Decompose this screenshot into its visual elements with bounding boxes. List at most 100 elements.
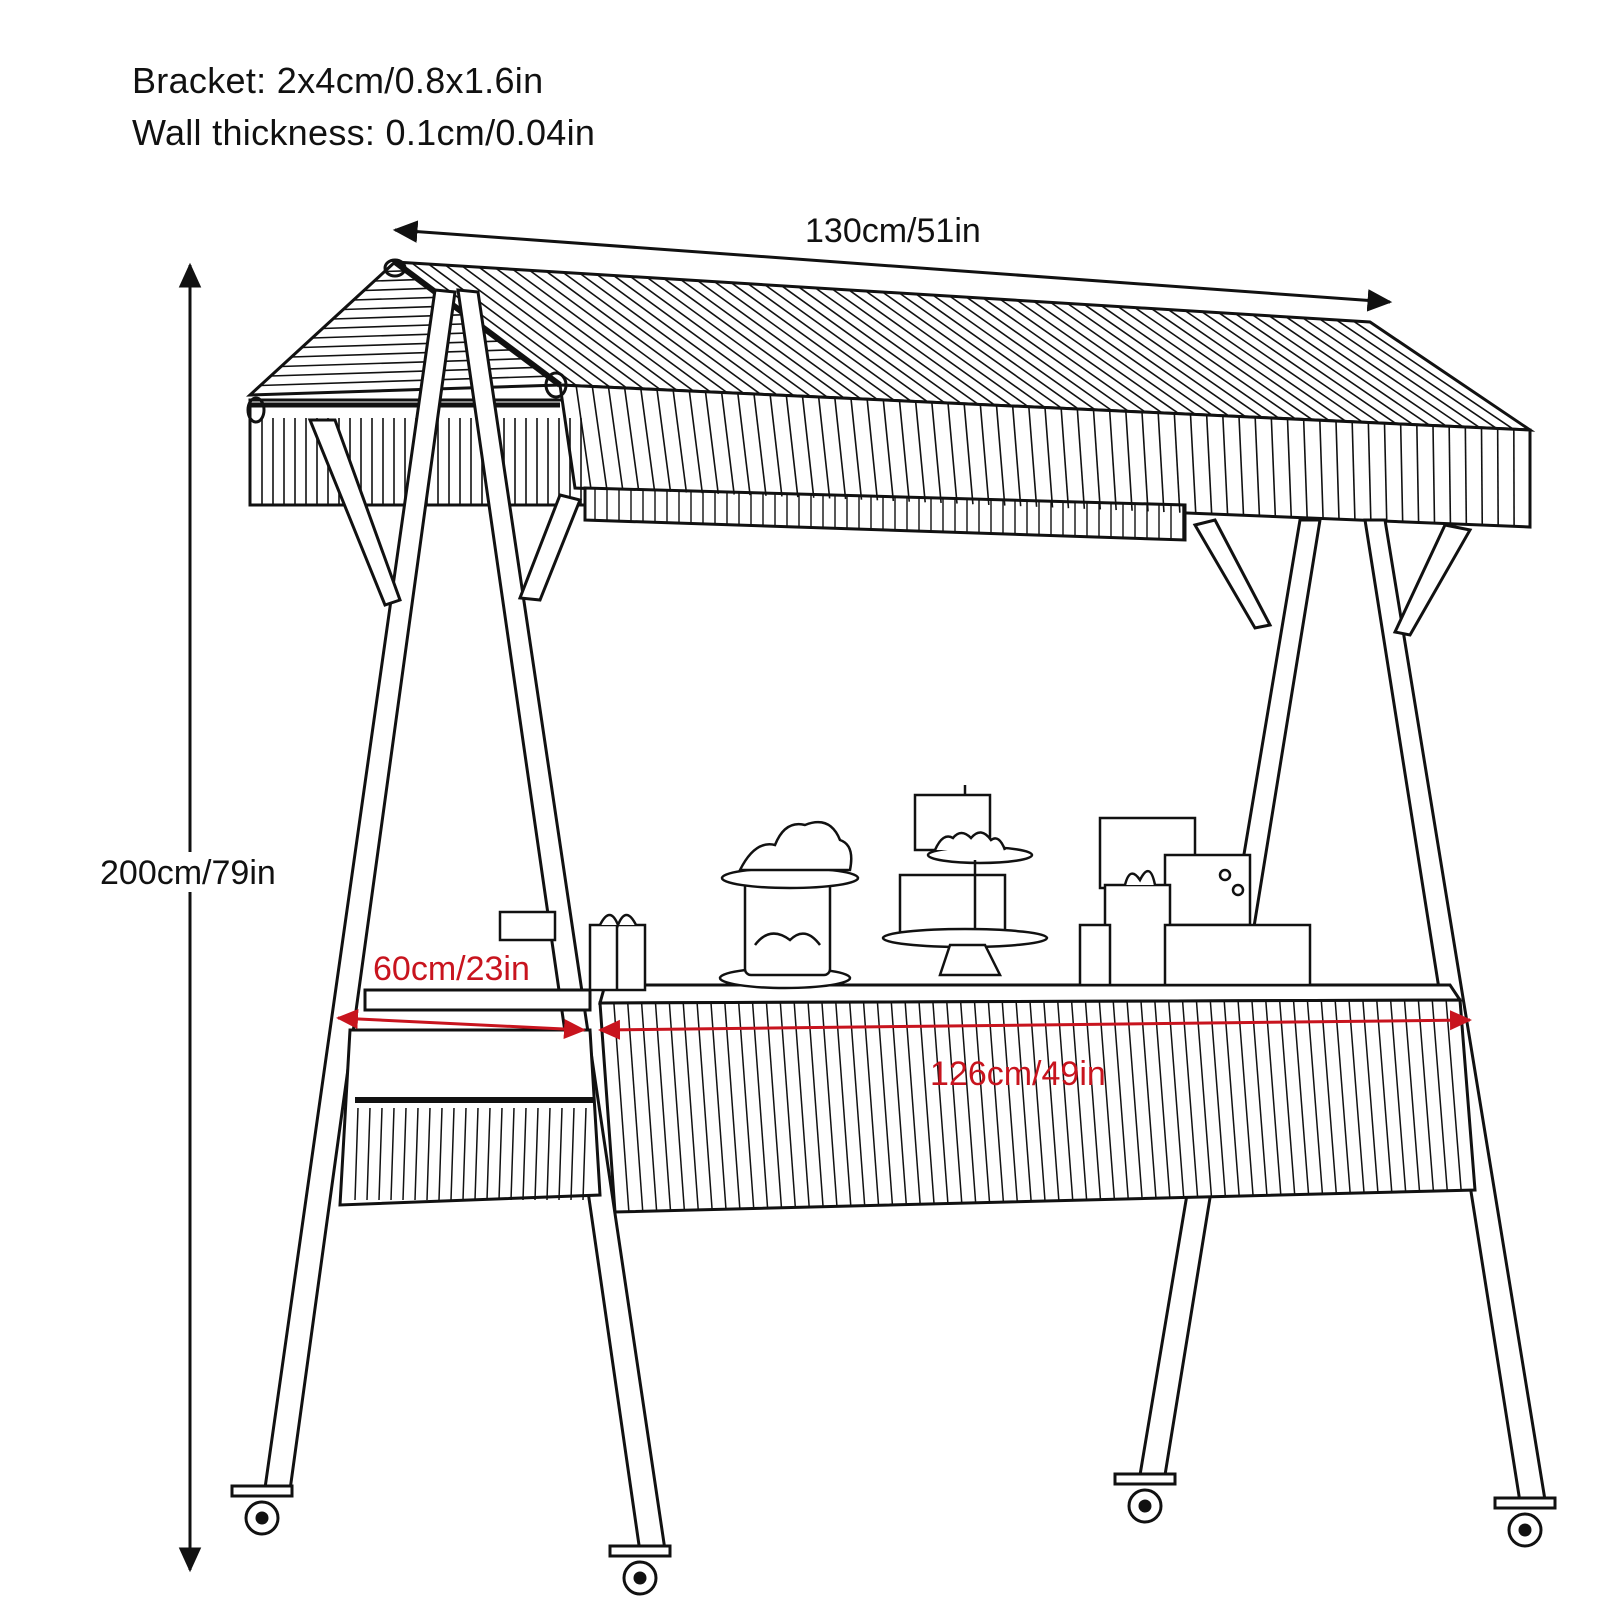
stripe bbox=[1285, 316, 1447, 427]
stripe bbox=[931, 402, 942, 504]
table-goods bbox=[498, 785, 1312, 992]
bracket-spec: Bracket: 2x4cm/0.8x1.6in bbox=[132, 60, 544, 101]
stripe bbox=[1268, 315, 1431, 427]
stripe bbox=[1060, 408, 1070, 509]
caster-wheel-icon bbox=[1493, 1496, 1557, 1548]
stripe bbox=[510, 1107, 515, 1201]
stripe bbox=[1399, 423, 1404, 522]
stripe bbox=[438, 1107, 443, 1201]
stripe bbox=[1235, 313, 1397, 425]
stripe bbox=[866, 399, 879, 501]
stripe bbox=[1066, 302, 1230, 417]
stripe bbox=[414, 1107, 419, 1201]
stripe bbox=[1222, 415, 1229, 515]
stripe bbox=[1383, 423, 1388, 522]
stripe bbox=[1141, 411, 1149, 512]
stripe bbox=[1464, 426, 1468, 525]
stripe bbox=[354, 1107, 359, 1201]
caster-wheel-icon bbox=[1113, 1472, 1177, 1524]
stripe bbox=[1480, 427, 1484, 526]
stripe bbox=[1432, 425, 1436, 524]
stripe bbox=[1028, 406, 1038, 507]
stripe bbox=[462, 1107, 467, 1201]
cupcake-stand-icon bbox=[881, 785, 1049, 977]
stripe bbox=[1201, 310, 1364, 423]
stripe bbox=[546, 1107, 551, 1201]
stripe bbox=[737, 393, 751, 496]
canopy-stripes-front bbox=[575, 385, 1515, 527]
side-shelf bbox=[363, 988, 592, 1012]
stripe bbox=[1033, 300, 1196, 416]
stripe bbox=[1100, 304, 1263, 419]
stripe bbox=[801, 396, 815, 498]
stripe bbox=[1319, 318, 1481, 429]
brace-left-a bbox=[307, 418, 402, 607]
stripe bbox=[785, 395, 799, 498]
gift-box-stack-icon bbox=[1078, 816, 1312, 987]
stripe bbox=[882, 399, 895, 502]
stripe bbox=[898, 400, 911, 502]
canopy-stripes-back bbox=[411, 262, 1514, 430]
stripe bbox=[582, 1107, 587, 1201]
depth-side-label: 60cm/23in bbox=[373, 950, 530, 988]
height-label: 200cm/79in bbox=[100, 854, 276, 892]
stripe bbox=[522, 1107, 527, 1201]
stripe bbox=[623, 387, 640, 491]
stripe bbox=[720, 392, 735, 495]
stripe bbox=[1251, 314, 1414, 426]
stripe bbox=[378, 1107, 383, 1201]
width-top-arrow bbox=[392, 220, 1393, 312]
stripe bbox=[1286, 418, 1293, 518]
stripe bbox=[1184, 309, 1347, 423]
stripe bbox=[534, 1107, 539, 1201]
stripe bbox=[1352, 320, 1514, 430]
stripe bbox=[1157, 412, 1165, 513]
gift-box-left-icon bbox=[498, 910, 647, 992]
wall-thickness-spec: Wall thickness: 0.1cm/0.04in bbox=[132, 112, 596, 153]
stripe bbox=[1173, 413, 1181, 513]
stripe bbox=[979, 404, 990, 505]
stripe bbox=[995, 405, 1006, 506]
caster-wheel-icon bbox=[230, 1484, 294, 1536]
stripe bbox=[1270, 417, 1277, 517]
stripe bbox=[1125, 411, 1133, 511]
stripe bbox=[270, 366, 537, 377]
stripe bbox=[850, 398, 863, 500]
stripe bbox=[450, 1107, 455, 1201]
stripe bbox=[704, 391, 720, 494]
stripe bbox=[1083, 303, 1247, 418]
stripe bbox=[640, 388, 656, 492]
cake-dome-icon bbox=[718, 820, 860, 990]
stripe bbox=[607, 387, 624, 491]
stripe bbox=[999, 298, 1163, 414]
stripe bbox=[474, 1107, 479, 1201]
stripe bbox=[312, 331, 490, 339]
stripe bbox=[817, 396, 831, 499]
stripe bbox=[1351, 421, 1356, 520]
stripe bbox=[1335, 319, 1498, 430]
stripe bbox=[1050, 301, 1213, 416]
stripe bbox=[949, 295, 1113, 412]
stripe bbox=[402, 1107, 407, 1201]
stripe bbox=[1496, 428, 1499, 526]
stripe bbox=[426, 1107, 431, 1201]
stripe bbox=[932, 294, 1096, 411]
stripe bbox=[1117, 305, 1280, 420]
stripe bbox=[1151, 307, 1314, 421]
stripe bbox=[575, 385, 592, 489]
stripe bbox=[498, 1107, 503, 1201]
stripe bbox=[966, 296, 1130, 413]
stripe bbox=[384, 269, 407, 273]
stripe bbox=[947, 402, 958, 504]
stripe bbox=[982, 297, 1146, 413]
stripe bbox=[591, 386, 608, 490]
brace-right-a bbox=[1192, 518, 1273, 630]
depth-side-arrow bbox=[336, 1008, 586, 1040]
stripe bbox=[1302, 317, 1464, 428]
stripe bbox=[898, 292, 1063, 409]
stripe bbox=[558, 1107, 563, 1201]
stripe bbox=[1302, 419, 1308, 518]
stripe bbox=[672, 390, 688, 493]
table bbox=[338, 983, 1477, 1214]
